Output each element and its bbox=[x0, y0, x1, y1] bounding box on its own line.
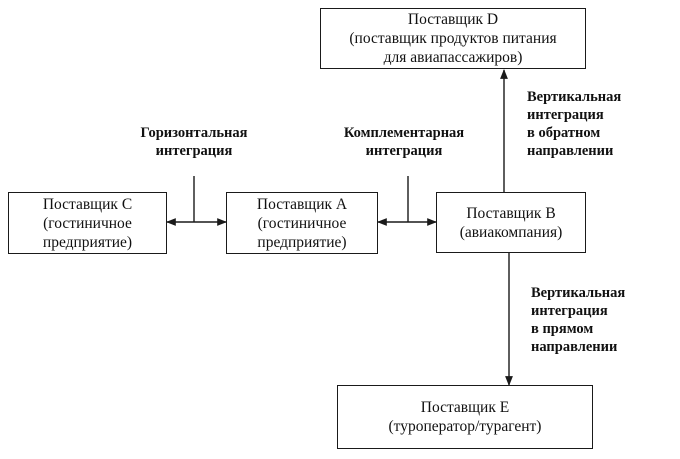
complementary-label-line1: Комплементарная bbox=[343, 125, 465, 141]
complementary-label-line2: интеграция bbox=[365, 143, 443, 159]
vertical-forward-label: Вертикальная интеграция в прямом направл… bbox=[531, 284, 671, 356]
vertical-backward-line1: Вертикальная bbox=[527, 89, 622, 105]
horizontal-label-line2: интеграция bbox=[155, 143, 233, 159]
supplier-b-box: Поставщик В (авиакомпания) bbox=[436, 192, 586, 253]
supplier-c-line1: (гостиничное bbox=[43, 214, 132, 232]
complementary-integration-label: Комплементарная интеграция bbox=[330, 124, 478, 160]
vertical-forward-line4: направлении bbox=[531, 339, 618, 355]
supplier-d-line1: (поставщик продуктов питания bbox=[349, 30, 557, 47]
supplier-e-title: Поставщик Е bbox=[420, 399, 510, 416]
supplier-b-title: Поставщик В bbox=[466, 204, 556, 222]
supplier-c-title: Поставщик С bbox=[42, 195, 133, 213]
supplier-d-line2: для авиапассажиров) bbox=[383, 49, 523, 66]
vertical-forward-line3: в прямом bbox=[531, 321, 594, 337]
supplier-d-box: Поставщик D (поставщик продуктов питания… bbox=[320, 8, 586, 69]
supplier-e-box: Поставщик Е (туроператор/турагент) bbox=[337, 385, 593, 449]
supplier-a-line2: предприятие) bbox=[257, 233, 347, 251]
supplier-a-box: Поставщик А (гостиничное предприятие) bbox=[226, 192, 378, 254]
vertical-backward-line3: в обратном bbox=[527, 125, 601, 141]
supplier-a-title: Поставщик А bbox=[256, 195, 348, 213]
supplier-e-line1: (туроператор/турагент) bbox=[388, 418, 542, 435]
vertical-forward-line1: Вертикальная bbox=[531, 285, 626, 301]
vertical-backward-line2: интеграция bbox=[527, 107, 604, 123]
vertical-backward-label: Вертикальная интеграция в обратном напра… bbox=[527, 88, 667, 160]
supplier-d-title: Поставщик D bbox=[407, 11, 499, 28]
supplier-b-line1: (авиакомпания) bbox=[459, 223, 563, 241]
supplier-c-line2: предприятие) bbox=[42, 233, 133, 251]
supplier-c-box: Поставщик С (гостиничное предприятие) bbox=[8, 192, 167, 254]
vertical-forward-line2: интеграция bbox=[531, 303, 608, 319]
vertical-backward-line4: направлении bbox=[527, 143, 614, 159]
horizontal-integration-label: Горизонтальная интеграция bbox=[126, 124, 262, 160]
supplier-a-line1: (гостиничное bbox=[257, 214, 347, 232]
horizontal-label-line1: Горизонтальная bbox=[140, 125, 248, 141]
